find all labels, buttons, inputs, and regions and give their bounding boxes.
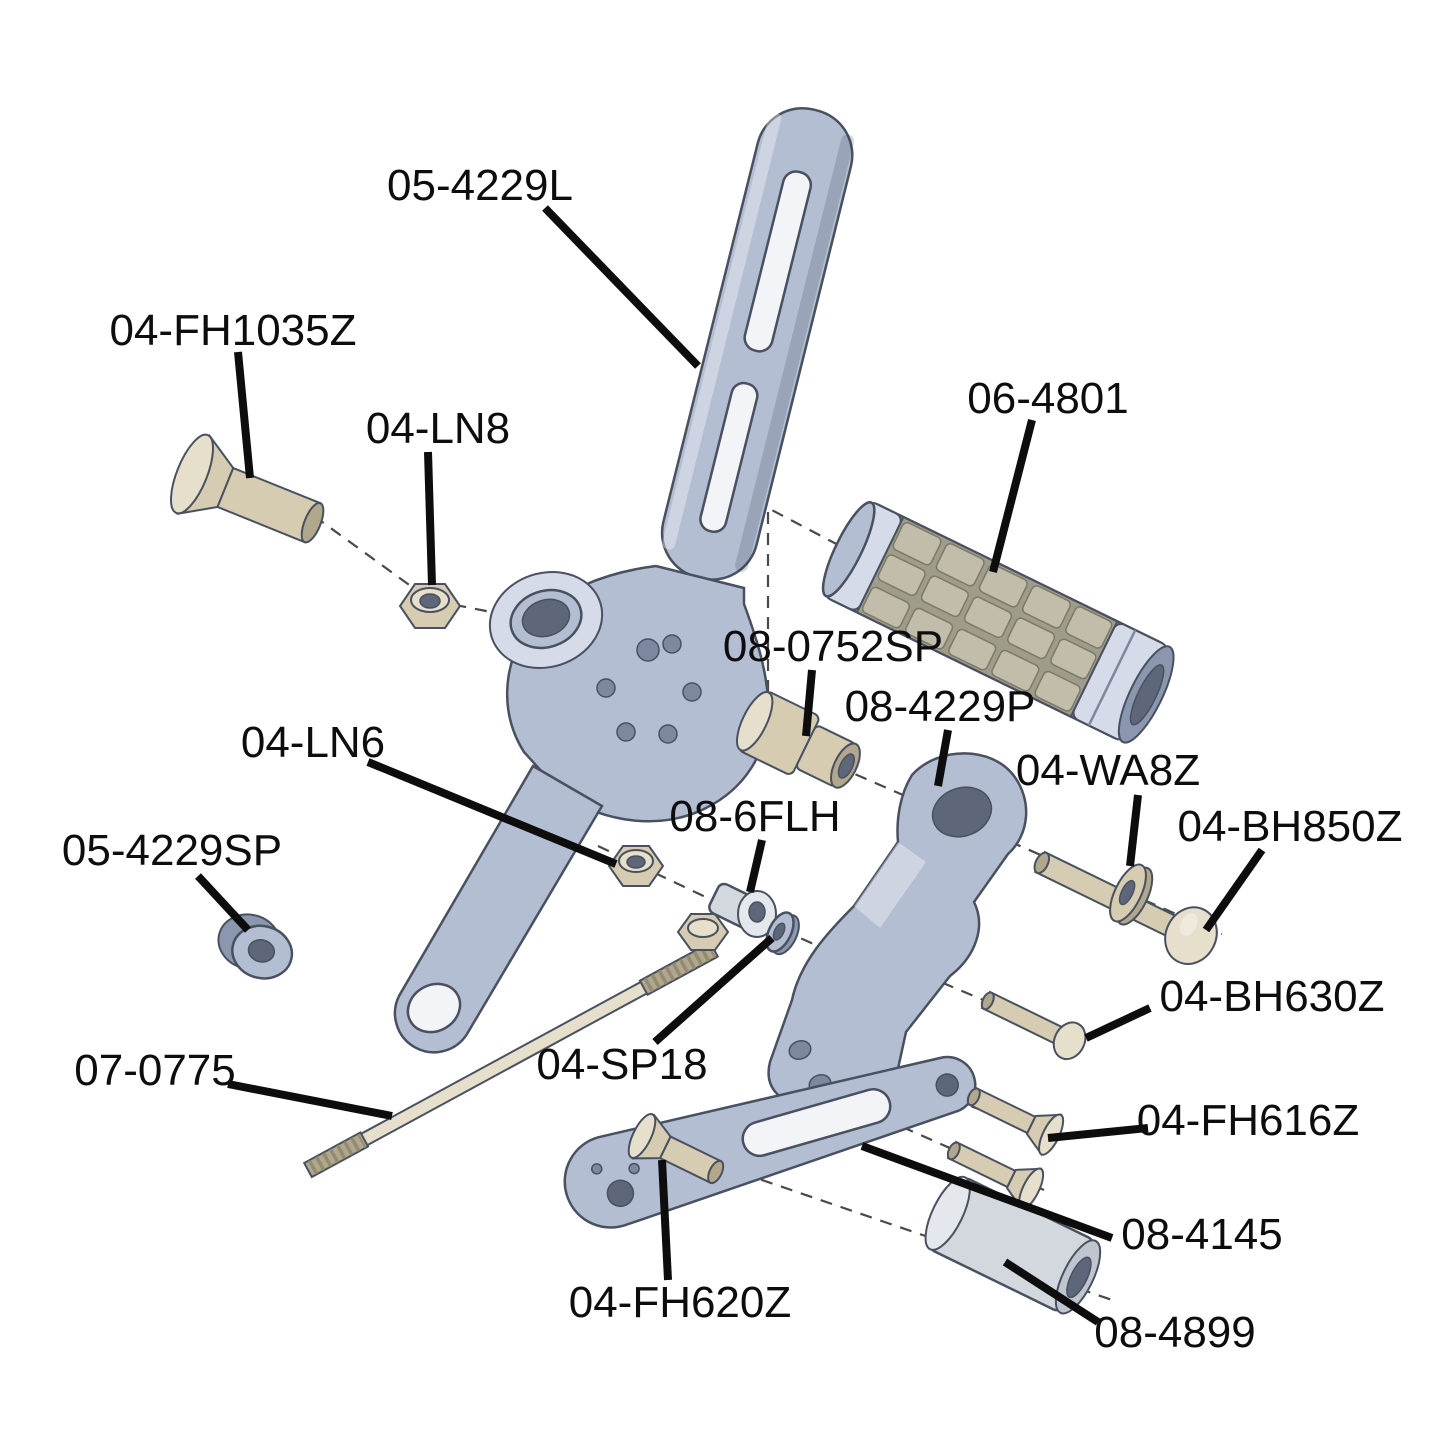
label-06-4801: 06-4801: [967, 374, 1128, 423]
part-bolt-04-FH620Z: [627, 1113, 725, 1185]
label-04-WA8Z: 04-WA8Z: [1016, 746, 1200, 795]
leader-04-BH630Z: [1084, 1004, 1152, 1042]
label-04-BH850Z: 04-BH850Z: [1177, 802, 1402, 851]
leader-04-LN6: [366, 758, 618, 868]
leader-08-0752SP: [802, 669, 816, 737]
part-nut-04-LN8: [398, 583, 462, 629]
part-washer-04-SP18: [765, 911, 800, 956]
label-04-FH616Z: 04-FH616Z: [1137, 1096, 1360, 1145]
part-washer-05-4229SP: [217, 913, 294, 980]
part-footpeg-06-4801: [821, 500, 1175, 744]
part-bolt-04-BH630Z: [980, 990, 1087, 1061]
leader-04-FH616Z: [1047, 1124, 1149, 1142]
label-04-FH620Z: 04-FH620Z: [569, 1278, 792, 1327]
label-08-4145: 08-4145: [1121, 1210, 1282, 1259]
leader-04-FH620Z: [658, 1159, 672, 1281]
part-nut-04-LN6: [607, 845, 665, 887]
label-04-FH1035Z: 04-FH1035Z: [109, 306, 356, 355]
part-labels: 05-4229L 04-FH1035Z 04-LN8 06-4801 08-07…: [62, 161, 1403, 1357]
leader-08-4229P: [934, 729, 952, 787]
label-05-4229L: 05-4229L: [387, 161, 573, 210]
part-rod-end-08-6FLH: [708, 882, 777, 938]
part-jam-nut: [676, 913, 730, 951]
label-08-6FLH: 08-6FLH: [669, 792, 840, 841]
leader-05-4229SP: [195, 873, 251, 933]
label-07-0775: 07-0775: [74, 1046, 235, 1095]
label-04-SP18: 04-SP18: [536, 1040, 707, 1089]
part-rod-07-0775: [302, 941, 720, 1179]
leader-05-4229L: [542, 205, 701, 369]
label-04-LN8: 04-LN8: [366, 404, 510, 453]
label-05-4229SP: 05-4229SP: [62, 826, 282, 875]
leader-lines: [195, 205, 1266, 1326]
label-04-LN6: 04-LN6: [241, 718, 385, 767]
leader-04-WA8Z: [1126, 794, 1142, 867]
leader-08-4145: [860, 1142, 1114, 1242]
part-bolt-04-FH1035Z: [170, 433, 325, 544]
leader-06-4801: [989, 419, 1036, 573]
leader-07-0775: [227, 1080, 393, 1120]
leader-04-FH1035Z: [234, 351, 254, 479]
part-bolt-04-FH616Z-a: [966, 1086, 1065, 1157]
part-spacer-08-0752SP: [736, 691, 861, 789]
label-08-4229P: 08-4229P: [845, 682, 1036, 731]
label-08-4899: 08-4899: [1094, 1308, 1255, 1357]
leader-04-SP18: [652, 935, 775, 1045]
leader-04-LN8: [424, 451, 436, 586]
leader-08-4899: [1002, 1258, 1101, 1326]
leader-08-6FLH: [746, 839, 766, 893]
part-washer-04-WA8Z: [1109, 863, 1154, 926]
label-04-BH630Z: 04-BH630Z: [1159, 972, 1384, 1021]
part-lever-08-4145: [563, 1055, 977, 1229]
leader-04-BH850Z: [1202, 847, 1266, 933]
label-08-0752SP: 08-0752SP: [723, 622, 943, 671]
